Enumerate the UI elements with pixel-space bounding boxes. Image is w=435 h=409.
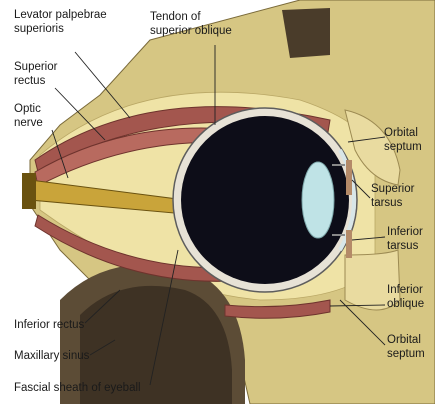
label-tendon-line1: Tendon of [150, 11, 201, 23]
label-levator-line2: superioris [14, 23, 64, 35]
inferior-tarsus-plate [346, 230, 352, 258]
label-orbital-septum-top-line1: Orbital [384, 127, 418, 139]
label-orbital-septum-bottom-line1: Orbital [387, 334, 421, 346]
lens [302, 162, 334, 238]
optic-canal [22, 173, 36, 209]
label-tendon-line2: superior oblique [150, 25, 232, 37]
label-inferior-tarsus-line1: Inferior [387, 226, 423, 238]
label-optic-line1: Optic [14, 103, 41, 115]
label-orbital-septum-bottom-line2: septum [387, 348, 425, 360]
label-inferior-oblique-line1: Inferior [387, 284, 423, 296]
superior-tarsus-plate [346, 160, 352, 195]
label-superior-rectus-line2: rectus [14, 75, 46, 87]
label-levator-line1: Levator palpebrae [14, 9, 107, 21]
label-superior-tarsus-line1: Superior [371, 183, 415, 195]
label-inferior-tarsus-line2: tarsus [387, 240, 419, 252]
label-fascial-sheath: Fascial sheath of eyeball [14, 382, 141, 394]
frontal-sinus [282, 8, 330, 58]
label-superior-tarsus-line2: tarsus [371, 197, 403, 209]
label-optic-line2: nerve [14, 117, 43, 129]
label-orbital-septum-top-line2: septum [384, 141, 422, 153]
label-inferior-rectus: Inferior rectus [14, 319, 85, 331]
label-maxillary-sinus: Maxillary sinus [14, 350, 90, 362]
label-superior-rectus-line1: Superior [14, 61, 58, 73]
label-inferior-oblique-line2: oblique [387, 298, 424, 310]
